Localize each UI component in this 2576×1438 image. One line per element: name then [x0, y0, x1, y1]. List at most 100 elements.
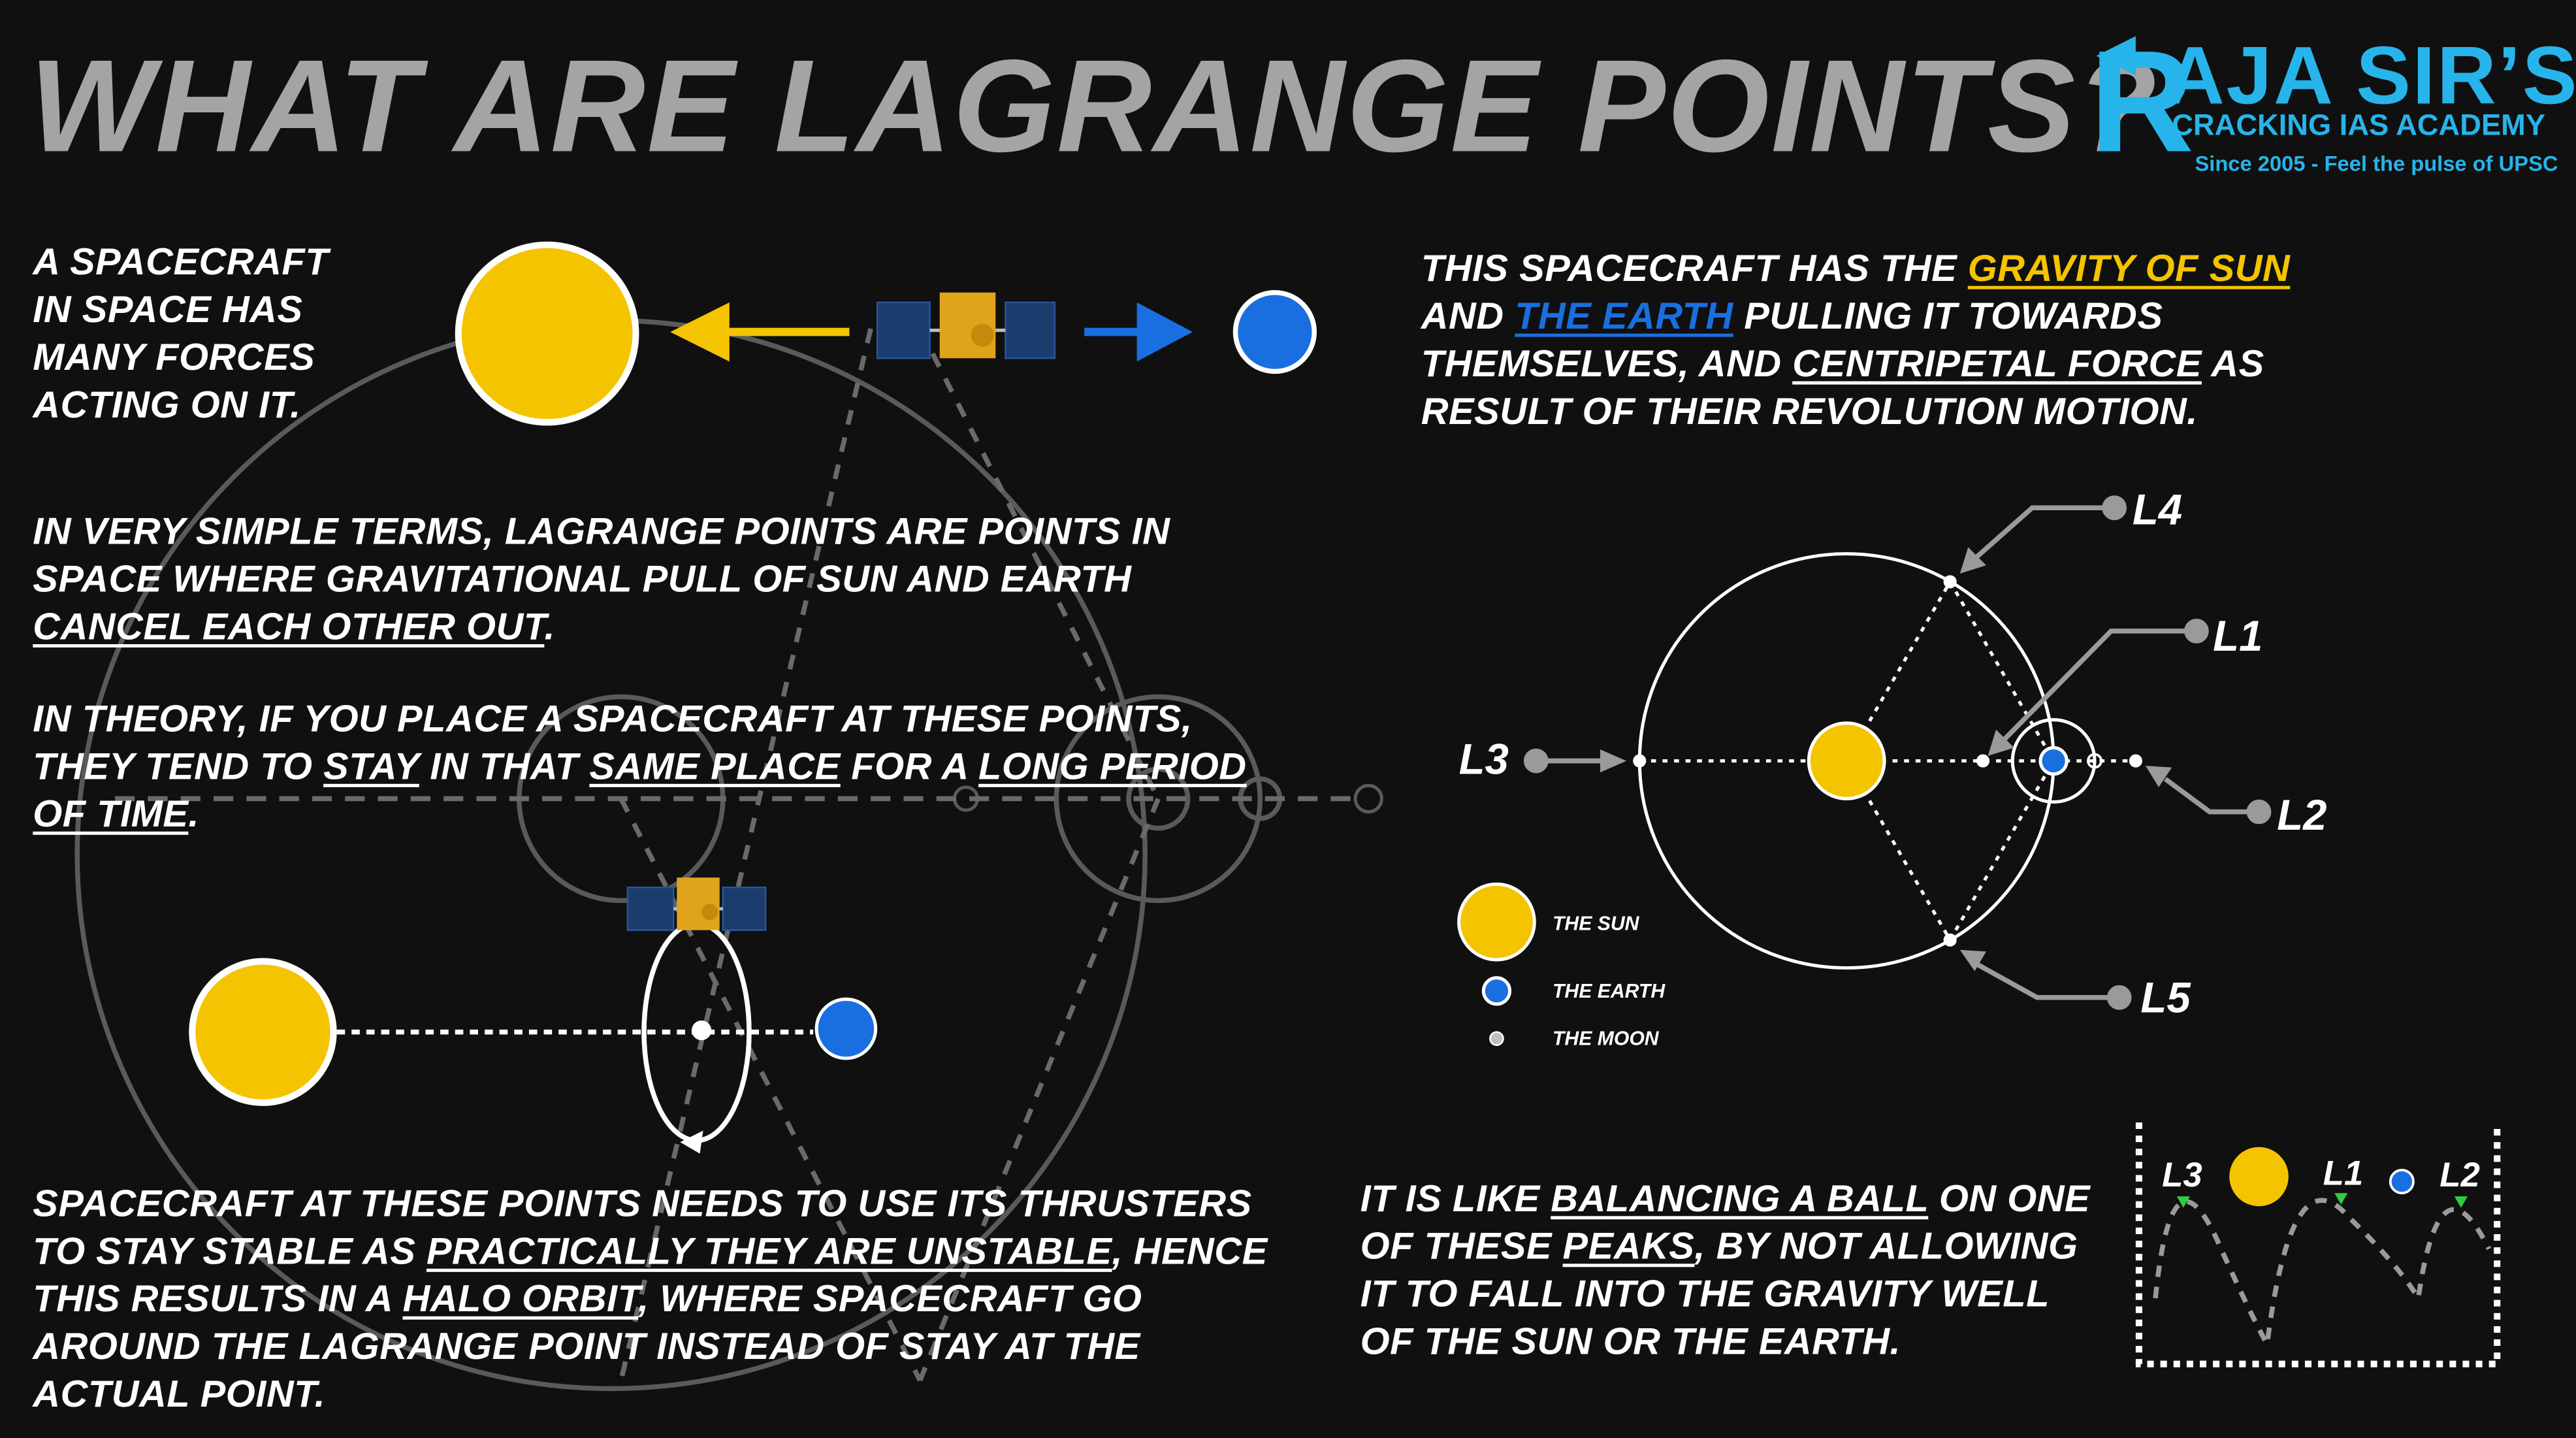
balance-line: IT TO FALL INTO THE GRAVITY WELL [1360, 1271, 2050, 1315]
legend-sun-icon [1457, 882, 1536, 962]
sun-icon [455, 241, 639, 426]
l1-marker-icon [2334, 1193, 2348, 1205]
legend-moon-label: THE MOON [1552, 1027, 1659, 1051]
earth-icon [1232, 289, 1317, 374]
underlined-phrase: OF TIME [33, 792, 189, 835]
theory-line: OF TIME. [33, 791, 1246, 838]
moon-icon [2087, 753, 2102, 769]
legend-earth-icon [1481, 976, 1512, 1006]
text-segment: , HENCE [1112, 1229, 1268, 1272]
l4-label: L4 [2132, 485, 2183, 534]
background-small-circle [1054, 694, 1263, 904]
gravity-well-curve [2153, 1198, 2492, 1352]
underlined-phrase: CENTRIPETAL FORCE [1792, 342, 2202, 385]
text-segment: AS [2201, 342, 2264, 385]
background-dot [1353, 783, 1383, 814]
underlined-phrase: HALO ORBIT [402, 1277, 639, 1320]
intro-line: ACTING ON IT. [33, 383, 301, 426]
halo-line: SPACECRAFT AT THESE POINTS NEEDS TO USE … [33, 1181, 1252, 1224]
text-segment: , WHERE SPACECRAFT GO [638, 1277, 1142, 1320]
text-segment: TO STAY STABLE AS [33, 1229, 427, 1272]
text-segment: FOR A [840, 744, 979, 787]
l3-pointer-arrow-icon [1523, 748, 1627, 774]
earth-icon [814, 997, 878, 1060]
text-segment: IT IS LIKE [1360, 1176, 1551, 1220]
text-segment: THIS SPACECRAFT HAS THE [1421, 246, 1968, 289]
halo-line: ACTUAL POINT. [33, 1372, 326, 1415]
satellite-icon [876, 292, 1056, 359]
earth-icon [2038, 745, 2069, 776]
l4-pointer-arrow-icon [1959, 495, 2127, 574]
underlined-phrase: SAME PLACE [589, 744, 841, 787]
yellow-arrow-icon [670, 302, 850, 362]
text-segment: THEMSELVES, AND [1421, 342, 1793, 385]
text-segment: . [544, 604, 555, 648]
logo-mark: R [2089, 20, 2195, 183]
halo-line: AROUND THE LAGRANGE POINT INSTEAD OF STA… [33, 1324, 1140, 1367]
halo-line: TO STAY STABLE AS PRACTICALLY THEY ARE U… [33, 1228, 1267, 1275]
sun-icon [189, 958, 337, 1106]
background-dashed-line [619, 328, 873, 1381]
text-segment: THEY TEND TO [33, 744, 324, 787]
legend-moon-icon [1489, 1031, 1504, 1046]
l1-label: L1 [2213, 611, 2263, 661]
forces-line: THIS SPACECRAFT HAS THE GRAVITY OF SUN [1421, 245, 2291, 293]
underlined-phrase: PEAKS [1562, 1224, 1695, 1267]
mini-l3-label: L3 [2162, 1156, 2202, 1195]
background-small-circle [1126, 766, 1191, 831]
text-segment: IN THAT [419, 744, 590, 787]
theory-text: IN THEORY, IF YOU PLACE A SPACECRAFT AT … [33, 695, 1246, 838]
logo-name: AJA SIR’S [2165, 29, 2576, 122]
text-segment: PULLING IT TOWARDS [1733, 294, 2163, 337]
theory-line: IN THEORY, IF YOU PLACE A SPACECRAFT AT … [33, 696, 1193, 740]
forces-line: AND THE EARTH PULLING IT TOWARDS [1421, 293, 2291, 340]
legend-earth-label: THE EARTH [1552, 979, 1666, 1003]
underlined-phrase: CANCEL EACH OTHER OUT [33, 604, 545, 648]
mini-l2-label: L2 [2439, 1156, 2480, 1195]
theory-line: THEY TEND TO STAY IN THAT SAME PLACE FOR… [33, 743, 1246, 791]
text-segment: OF THESE [1360, 1224, 1563, 1267]
forces-line: THEMSELVES, AND CENTRIPETAL FORCE AS [1421, 340, 2291, 388]
well-box-frame [2135, 1122, 2501, 1367]
text-segment: , BY NOT ALLOWING [1694, 1224, 2078, 1267]
legend-sun-label: THE SUN [1552, 911, 1639, 936]
definition-line: IN VERY SIMPLE TERMS, LAGRANGE POINTS AR… [33, 509, 1170, 553]
l1-pointer-arrow-icon [1988, 619, 2209, 757]
satellite-icon [626, 877, 767, 931]
l2-label: L2 [2277, 790, 2327, 840]
text-segment: AND [1421, 294, 1515, 337]
mini-l1-label: L1 [2323, 1155, 2364, 1194]
text-segment: THIS RESULTS IN A [33, 1277, 403, 1320]
l3-point [1633, 754, 1647, 768]
sun-icon [2229, 1147, 2289, 1207]
forces-line: RESULT OF THEIR REVOLUTION MOTION. [1421, 389, 2198, 433]
intro-line: MANY FORCES [33, 335, 315, 378]
logo-tagline: Since 2005 - Feel the pulse of UPSC [2195, 151, 2558, 176]
l5-pointer-arrow-icon [1959, 949, 2132, 1010]
blue-arrow-icon [1084, 302, 1193, 362]
definition-text: IN VERY SIMPLE TERMS, LAGRANGE POINTS AR… [33, 508, 1170, 651]
underlined-phrase: STAY [323, 744, 419, 787]
underlined-phrase: GRAVITY OF SUN [1967, 246, 2291, 289]
earth-icon [2389, 1169, 2415, 1194]
intro-line: A SPACECRAFT [33, 240, 329, 283]
text-segment: . [188, 792, 200, 835]
balance-text: IT IS LIKE BALANCING A BALL ON ONE OF TH… [1360, 1175, 2090, 1365]
logo-subtitle: CRACKING IAS ACADEMY [2172, 108, 2546, 142]
balance-line: IT IS LIKE BALANCING A BALL ON ONE [1360, 1175, 2090, 1222]
halo-text: SPACECRAFT AT THESE POINTS NEEDS TO USE … [33, 1180, 1267, 1418]
lagrange-point-dot [691, 1021, 712, 1041]
background-dashed-line [918, 798, 1161, 1382]
definition-line: SPACE WHERE GRAVITATIONAL PULL OF SUN AN… [33, 557, 1132, 600]
l5-label: L5 [2140, 973, 2191, 1022]
l3-marker-icon [2176, 1196, 2190, 1208]
forces-text: THIS SPACECRAFT HAS THE GRAVITY OF SUN A… [1421, 245, 2291, 436]
l5-point [1943, 933, 1957, 947]
underlined-phrase: PRACTICALLY THEY ARE UNSTABLE [426, 1229, 1112, 1272]
background-dashed-line [619, 797, 922, 1382]
background-dashed-line [918, 327, 1161, 800]
